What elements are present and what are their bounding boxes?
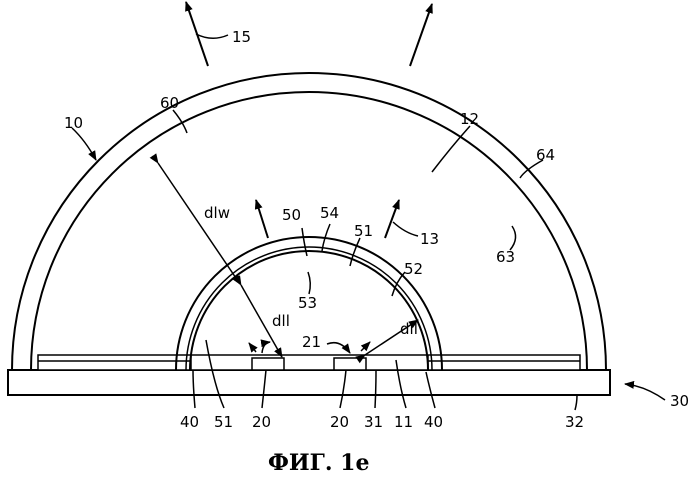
label-dll-left: dll bbox=[272, 312, 290, 330]
label-51-top: 51 bbox=[354, 222, 373, 240]
label-40-right: 40 bbox=[424, 413, 443, 431]
label-51-bottom: 51 bbox=[214, 413, 233, 431]
label-64: 64 bbox=[536, 146, 555, 164]
label-54: 54 bbox=[320, 204, 339, 222]
label-63: 63 bbox=[496, 248, 515, 266]
label-20-left: 20 bbox=[252, 413, 271, 431]
label-31: 31 bbox=[364, 413, 383, 431]
outer-dome-outer-surface bbox=[12, 73, 606, 370]
label-52: 52 bbox=[404, 260, 423, 278]
label-53: 53 bbox=[298, 294, 317, 312]
label-32: 32 bbox=[565, 413, 584, 431]
label-40-left: 40 bbox=[180, 413, 199, 431]
led-chip-right bbox=[334, 358, 366, 370]
label-60: 60 bbox=[160, 94, 179, 112]
label-50: 50 bbox=[282, 206, 301, 224]
label-dll-right: dll bbox=[400, 320, 418, 338]
label-10: 10 bbox=[64, 114, 83, 132]
outer-dome-inner-surface bbox=[31, 92, 587, 370]
figure-caption: ФИГ. 1е bbox=[268, 450, 369, 476]
base-plate bbox=[8, 370, 610, 395]
inner-layer bbox=[38, 355, 580, 370]
label-11: 11 bbox=[394, 413, 413, 431]
label-20-right: 20 bbox=[330, 413, 349, 431]
label-dlw: dlw bbox=[204, 204, 230, 222]
label-30: 30 bbox=[670, 392, 689, 410]
label-15: 15 bbox=[232, 28, 251, 46]
led-chip-left bbox=[252, 358, 284, 370]
label-12: 12 bbox=[460, 110, 479, 128]
label-13: 13 bbox=[420, 230, 439, 248]
label-21: 21 bbox=[302, 333, 321, 351]
